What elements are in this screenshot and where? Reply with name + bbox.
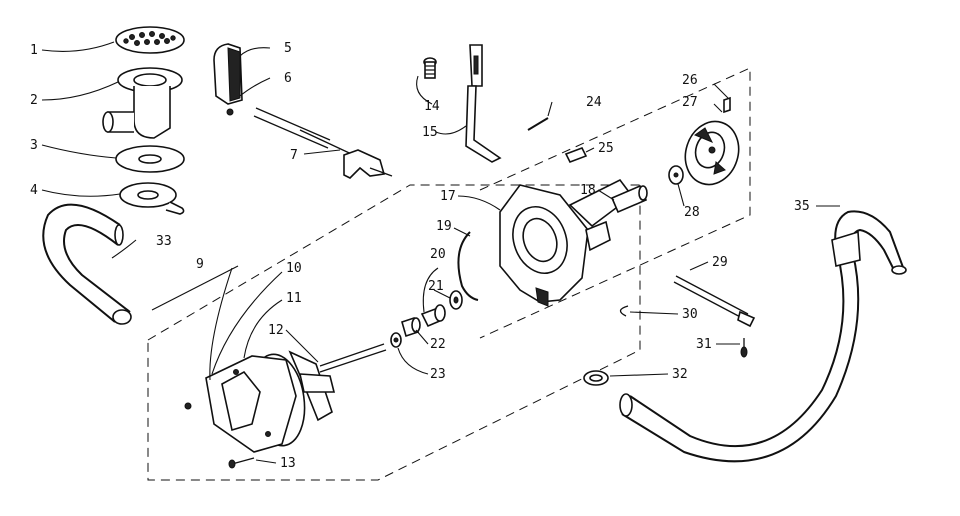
callout-5: 5 bbox=[284, 41, 292, 56]
discharge-hose bbox=[619, 210, 907, 463]
callout-21: 21 bbox=[428, 279, 444, 294]
callout-30: 30 bbox=[682, 307, 698, 322]
cam-bracket bbox=[213, 43, 243, 116]
drain-elbow bbox=[102, 67, 183, 139]
callout-25: 25 bbox=[598, 141, 614, 156]
callout-27: 27 bbox=[682, 95, 698, 110]
callout-19: 19 bbox=[436, 219, 452, 234]
shaft-sleeve bbox=[610, 184, 648, 214]
callout-22: 22 bbox=[430, 337, 446, 352]
strainer-plate bbox=[115, 26, 185, 54]
cover-screw bbox=[228, 457, 255, 469]
callout-6: 6 bbox=[284, 71, 292, 86]
drive-shaft bbox=[673, 275, 756, 328]
callout-14: 14 bbox=[424, 99, 440, 114]
callout-32: 32 bbox=[672, 367, 688, 382]
callout-20: 20 bbox=[430, 247, 446, 262]
set-screw bbox=[740, 338, 748, 358]
o-ring bbox=[457, 231, 479, 301]
e-clip bbox=[619, 305, 629, 317]
callout-35: 35 bbox=[794, 199, 810, 214]
callout-10: 10 bbox=[286, 261, 302, 276]
adjust-screw bbox=[423, 57, 437, 79]
callout-18: 18 bbox=[580, 183, 596, 198]
leader-lines bbox=[41, 41, 840, 464]
callout-2: 2 bbox=[30, 93, 38, 108]
spring-pin bbox=[527, 117, 549, 131]
impeller-wheel bbox=[684, 96, 740, 186]
callout-31: 31 bbox=[696, 337, 712, 352]
callout-7: 7 bbox=[290, 148, 298, 163]
assembly-outline-rear bbox=[479, 67, 751, 339]
drain-hose bbox=[42, 203, 132, 325]
callout-15: 15 bbox=[422, 125, 438, 140]
callout-29: 29 bbox=[712, 255, 728, 270]
pump-cover bbox=[184, 353, 306, 453]
callout-3: 3 bbox=[30, 138, 38, 153]
seal-washer bbox=[449, 290, 463, 310]
thrust-washer bbox=[668, 165, 684, 185]
hose-clamp bbox=[583, 370, 609, 386]
linkage-rod bbox=[253, 107, 393, 179]
callout-11: 11 bbox=[286, 291, 302, 306]
shaft-seal bbox=[420, 304, 446, 328]
callout-17: 17 bbox=[440, 189, 456, 204]
callout-23: 23 bbox=[430, 367, 446, 382]
callout-1: 1 bbox=[30, 43, 38, 58]
callout-12: 12 bbox=[268, 323, 284, 338]
mounting-bracket bbox=[465, 44, 502, 163]
callout-9: 9 bbox=[196, 257, 204, 272]
callout-33: 33 bbox=[156, 234, 172, 249]
callout-labels: 1 2 3 4 5 6 7 9 10 11 12 13 14 15 17 18 … bbox=[30, 41, 810, 471]
flange-seal bbox=[119, 182, 185, 215]
callout-13: 13 bbox=[280, 456, 296, 471]
assembly-outline-main bbox=[147, 184, 641, 481]
retainer-clip bbox=[564, 146, 588, 164]
callout-24: 24 bbox=[586, 95, 602, 110]
pump-impeller bbox=[288, 343, 387, 422]
gasket bbox=[115, 145, 185, 173]
callout-4: 4 bbox=[30, 183, 38, 198]
lock-nut bbox=[390, 332, 402, 348]
callout-28: 28 bbox=[684, 205, 700, 220]
bushing bbox=[401, 316, 421, 338]
callout-26: 26 bbox=[682, 73, 698, 88]
